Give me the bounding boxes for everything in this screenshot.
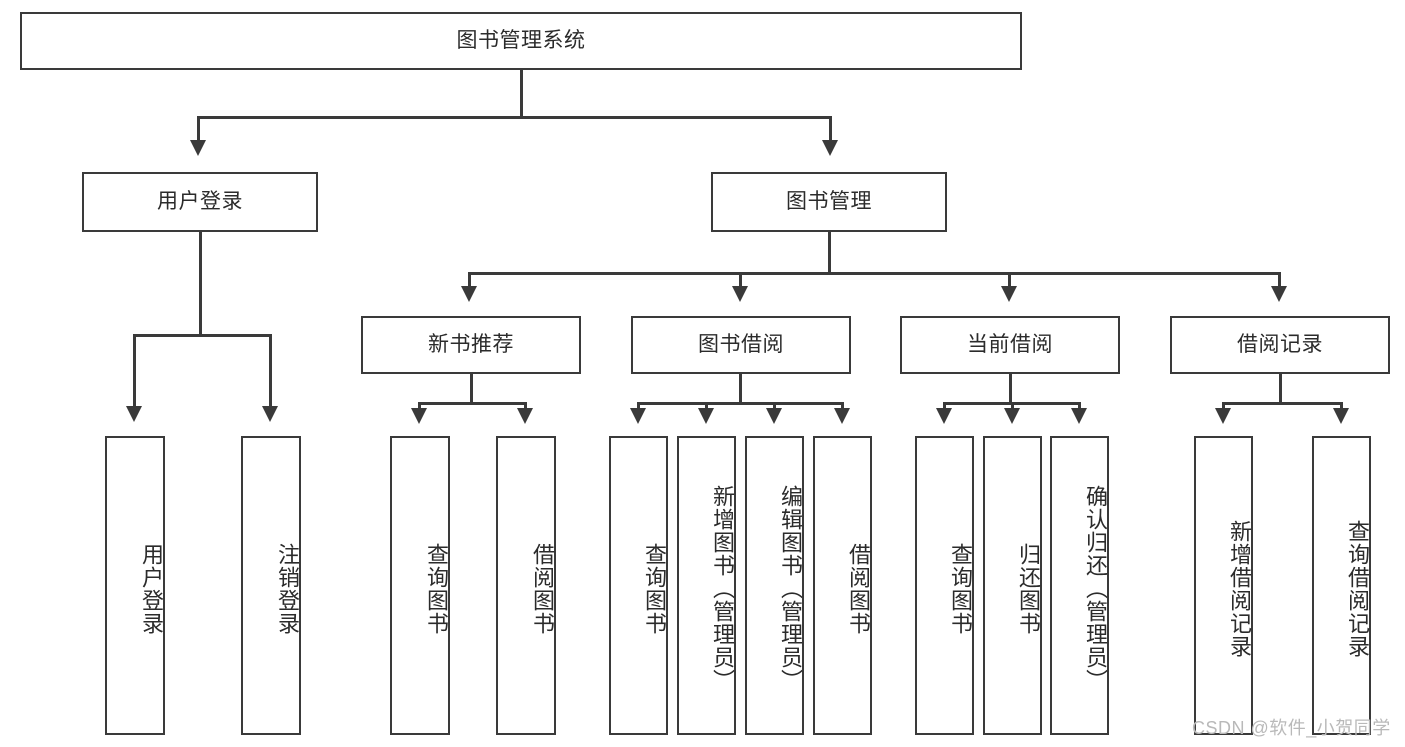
- node-user-login[interactable]: 用户登录: [82, 172, 318, 232]
- leaf-label: 归还图书: [1016, 542, 1041, 635]
- edge-br-stem: [1279, 374, 1282, 404]
- node-label: 图书借阅: [698, 333, 784, 357]
- edge-nbr-bus: [418, 402, 526, 405]
- watermark-text: CSDN @软件_小贺同学: [1192, 718, 1391, 738]
- arrowhead-nbr-query-book: [411, 408, 427, 424]
- leaf-user-login[interactable]: 用户登录: [105, 436, 165, 735]
- edge-root-to-book-management: [829, 116, 832, 144]
- leaf-cb-confirm-return-admin[interactable]: 确认归还（管理员）: [1050, 436, 1109, 735]
- edge-br-bus: [1222, 402, 1342, 405]
- leaf-br-add-record[interactable]: 新增借阅记录: [1194, 436, 1253, 735]
- node-new-book-recommend[interactable]: 新书推荐: [361, 316, 581, 374]
- node-label: 新书推荐: [428, 333, 514, 357]
- node-book-borrow[interactable]: 图书借阅: [631, 316, 851, 374]
- arrowhead-current-borrow: [1001, 286, 1017, 302]
- arrowhead-cb-return-book: [1004, 408, 1020, 424]
- leaf-br-query-record[interactable]: 查询借阅记录: [1312, 436, 1371, 735]
- edge-cb-to-leaf-3: [1078, 402, 1081, 412]
- node-current-borrow[interactable]: 当前借阅: [900, 316, 1120, 374]
- leaf-logout[interactable]: 注销登录: [241, 436, 301, 735]
- node-label: 用户登录: [157, 190, 243, 214]
- edge-nbr-to-leaf-1: [418, 402, 421, 412]
- leaf-label: 新增借阅记录: [1227, 519, 1252, 658]
- leaf-cb-query-book[interactable]: 查询图书: [915, 436, 974, 735]
- arrowhead-bb-add-book: [698, 408, 714, 424]
- node-label: 图书管理系统: [456, 29, 586, 53]
- leaf-cb-return-book[interactable]: 归还图书: [983, 436, 1042, 735]
- leaf-label: 查询图书: [424, 542, 449, 635]
- edge-bb-to-leaf-4: [841, 402, 844, 412]
- arrowhead-bb-query-book: [630, 408, 646, 424]
- edge-root-to-user-login: [197, 116, 200, 144]
- node-label: 借阅记录: [1237, 333, 1323, 357]
- leaf-label: 查询借阅记录: [1345, 519, 1370, 658]
- leaf-label: 确认归还（管理员）: [1083, 485, 1108, 692]
- leaf-label: 编辑图书（管理员）: [778, 485, 803, 692]
- leaf-nbr-borrow-book[interactable]: 借阅图书: [496, 436, 556, 735]
- arrowhead-leaf-logout: [262, 406, 278, 422]
- edge-br-to-leaf-2: [1340, 402, 1343, 412]
- leaf-label: 用户登录: [139, 542, 164, 635]
- arrowhead-user-login: [190, 140, 206, 156]
- edge-bm-to-borrow-record: [1278, 272, 1281, 290]
- edge-root-bus: [197, 116, 832, 119]
- leaf-bb-query-book[interactable]: 查询图书: [609, 436, 668, 735]
- arrowhead-nbr-borrow-book: [517, 408, 533, 424]
- leaf-label: 注销登录: [275, 542, 300, 635]
- edge-bb-to-leaf-1: [637, 402, 640, 412]
- arrowhead-book-management: [822, 140, 838, 156]
- edge-user-login-to-leaf-1: [133, 334, 136, 410]
- arrowhead-br-add-record: [1215, 408, 1231, 424]
- edge-bb-bus: [637, 402, 843, 405]
- node-label: 图书管理: [786, 190, 872, 214]
- edge-bm-to-current-borrow: [1008, 272, 1011, 290]
- arrowhead-bb-borrow-book: [834, 408, 850, 424]
- edge-cb-to-leaf-2: [1011, 402, 1014, 412]
- edge-book-management-bus: [468, 272, 1280, 275]
- edge-bm-to-new-book: [468, 272, 471, 290]
- arrowhead-bb-edit-book: [766, 408, 782, 424]
- leaf-bb-borrow-book[interactable]: 借阅图书: [813, 436, 872, 735]
- leaf-bb-add-book-admin[interactable]: 新增图书（管理员）: [677, 436, 736, 735]
- leaf-label: 查询图书: [642, 542, 667, 635]
- edge-user-login-stem: [199, 232, 202, 336]
- arrowhead-new-book-recommend: [461, 286, 477, 302]
- edge-bb-to-leaf-2: [705, 402, 708, 412]
- edge-book-management-stem: [828, 232, 831, 274]
- edge-cb-stem: [1009, 374, 1012, 404]
- edge-user-login-to-leaf-2: [269, 334, 272, 410]
- edge-bb-to-leaf-3: [773, 402, 776, 412]
- arrowhead-book-borrow: [732, 286, 748, 302]
- edge-nbr-stem: [470, 374, 473, 404]
- edge-root-stem: [520, 70, 523, 118]
- leaf-bb-edit-book-admin[interactable]: 编辑图书（管理员）: [745, 436, 804, 735]
- edge-br-to-leaf-1: [1222, 402, 1225, 412]
- edge-bb-stem: [739, 374, 742, 404]
- edge-user-login-bus: [133, 334, 271, 337]
- leaf-label: 借阅图书: [530, 542, 555, 635]
- arrowhead-borrow-record: [1271, 286, 1287, 302]
- edge-bm-to-book-borrow: [739, 272, 742, 290]
- arrowhead-cb-confirm-return: [1071, 408, 1087, 424]
- arrowhead-leaf-user-login: [126, 406, 142, 422]
- arrowhead-cb-query-book: [936, 408, 952, 424]
- node-borrow-record[interactable]: 借阅记录: [1170, 316, 1390, 374]
- node-label: 当前借阅: [967, 333, 1053, 357]
- edge-nbr-to-leaf-2: [524, 402, 527, 412]
- leaf-nbr-query-book[interactable]: 查询图书: [390, 436, 450, 735]
- node-root-book-management-system[interactable]: 图书管理系统: [20, 12, 1022, 70]
- leaf-label: 新增图书（管理员）: [710, 485, 735, 692]
- edge-cb-to-leaf-1: [943, 402, 946, 412]
- leaf-label: 查询图书: [948, 542, 973, 635]
- arrowhead-br-query-record: [1333, 408, 1349, 424]
- leaf-label: 借阅图书: [846, 542, 871, 635]
- node-book-management[interactable]: 图书管理: [711, 172, 947, 232]
